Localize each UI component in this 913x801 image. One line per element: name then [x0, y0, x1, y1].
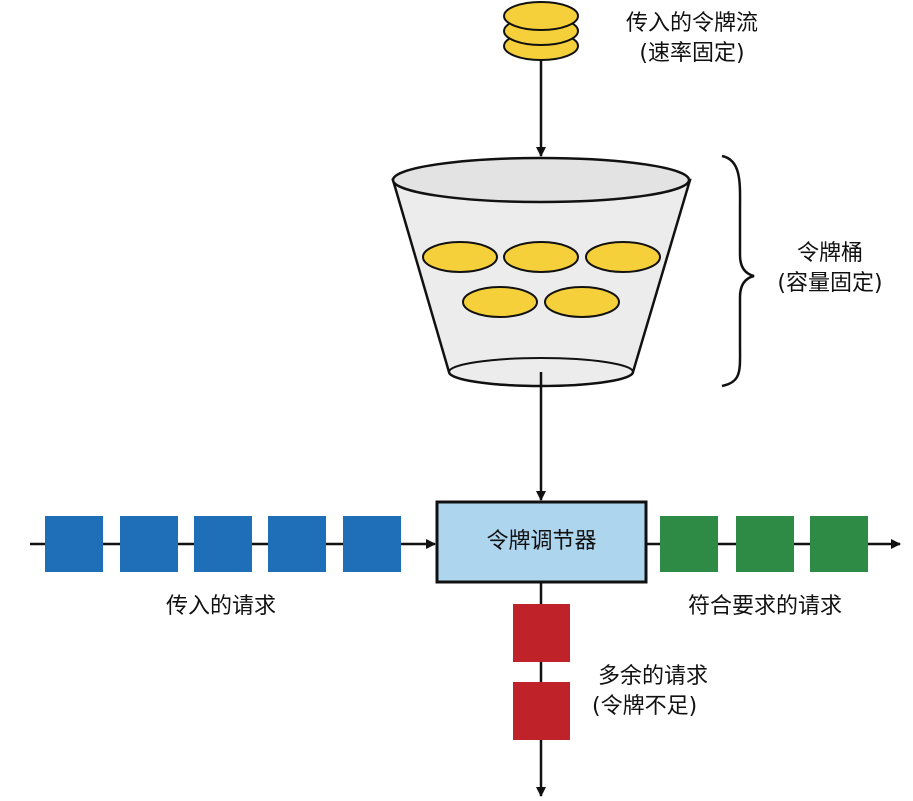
bucket-subtitle: (容量固定) — [777, 271, 883, 296]
incoming-tokens-label: 传入的令牌流 (速率固定) — [620, 9, 764, 69]
incoming-tokens-subtitle: (速率固定) — [639, 41, 745, 66]
incoming-requests — [45, 516, 401, 572]
bucket-token — [422, 241, 498, 273]
incoming-request — [343, 516, 401, 572]
regulator-label: 令牌调节器 — [486, 529, 597, 554]
incoming-request — [194, 516, 252, 572]
excess-requests-label: 多余的请求 (令牌不足) — [592, 662, 742, 722]
token-stream-stack — [503, 1, 579, 61]
incoming-requests-label: 传入的请求 — [165, 594, 276, 619]
bucket-token — [544, 286, 620, 318]
regulator-box — [435, 500, 648, 584]
excess-request — [513, 604, 570, 662]
excess-requests — [513, 604, 570, 740]
bucket-token — [585, 241, 661, 273]
incoming-request — [120, 516, 178, 572]
bucket-brace — [721, 154, 755, 388]
conforming-request — [810, 516, 868, 572]
stream-token — [503, 1, 579, 31]
bucket-title: 令牌桶 — [796, 241, 863, 266]
conforming-request — [736, 516, 794, 572]
excess-requests-title: 多余的请求 — [598, 664, 709, 689]
incoming-request — [268, 516, 326, 572]
bucket-token — [462, 286, 538, 318]
bucket-body — [391, 178, 692, 388]
token-bucket — [391, 156, 692, 388]
excess-request — [513, 682, 570, 740]
bucket-rim — [391, 156, 691, 204]
conforming-requests — [660, 516, 868, 572]
incoming-tokens-title: 传入的令牌流 — [625, 11, 758, 36]
bucket-token — [503, 241, 579, 273]
excess-requests-subtitle: (令牌不足) — [592, 694, 698, 719]
conforming-request — [660, 516, 718, 572]
bucket-label: 令牌桶 (容量固定) — [768, 239, 892, 299]
incoming-request — [45, 516, 103, 572]
conforming-requests-label: 符合要求的请求 — [687, 594, 842, 619]
